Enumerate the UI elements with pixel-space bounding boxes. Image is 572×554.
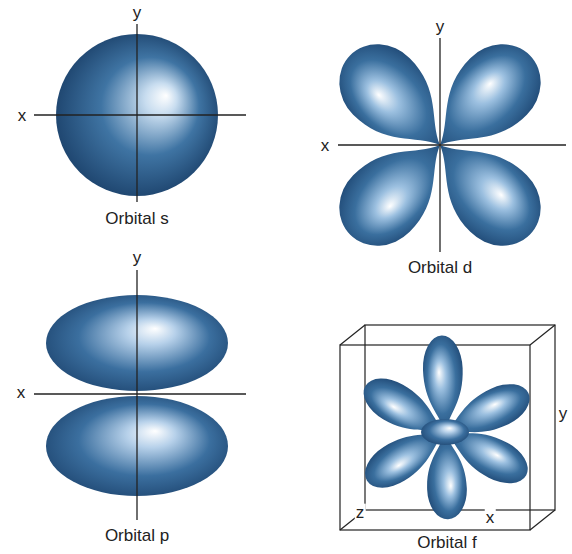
- orbital-caption: Orbital d: [407, 259, 473, 278]
- y-axis: [439, 38, 440, 252]
- axis-label: z: [355, 504, 366, 523]
- x-axis: [338, 144, 566, 145]
- x-axis: [34, 114, 246, 115]
- d-lobe: [322, 117, 468, 263]
- axis-label: y: [435, 18, 446, 37]
- axis-label: x: [17, 107, 28, 126]
- axis-label: y: [558, 405, 569, 424]
- y-axis: [136, 24, 137, 202]
- axis-label: x: [16, 384, 27, 403]
- orbital-caption: Orbital f: [416, 534, 478, 553]
- orbital-caption: Orbital s: [104, 210, 169, 229]
- axis-cube: [340, 325, 555, 530]
- axis-label: y: [132, 249, 143, 268]
- axis-label: x: [320, 137, 331, 156]
- orbital-caption: Orbital p: [104, 527, 170, 546]
- axis-label: y: [132, 4, 143, 23]
- d-lobe: [412, 117, 558, 263]
- f-ring: [421, 419, 469, 445]
- d-orbital: [322, 27, 566, 263]
- axis-label: x: [485, 509, 496, 528]
- f-orbital: [340, 325, 555, 530]
- y-axis: [136, 270, 137, 520]
- s-orbital: [34, 24, 246, 202]
- x-axis: [34, 393, 246, 394]
- p-orbital: [34, 270, 246, 520]
